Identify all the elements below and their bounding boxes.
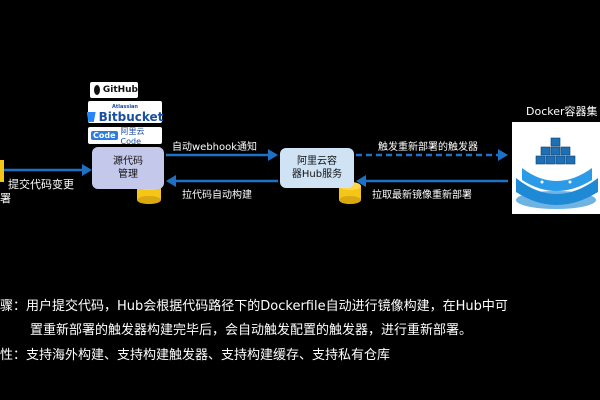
bitbucket-row: Bitbucket	[86, 110, 164, 124]
description-line-2: 置重新部署的触发器构建完毕后，会自动触发配置的触发器，进行重新部署。	[30, 323, 473, 338]
source-code-box: 源代码 管理	[92, 147, 164, 189]
github-logo: GitHub	[90, 82, 138, 98]
aliyun-code-text: 阿里云Code	[120, 126, 145, 146]
atlassian-text: Atlassian	[112, 104, 138, 110]
hub-service-box: 阿里云容 器Hub服务	[280, 148, 354, 188]
cluster-title: Docker容器集	[526, 105, 598, 118]
aliyun-code-logo: Code 阿里云Code	[88, 126, 162, 146]
hub-service-line1: 阿里云容	[297, 156, 337, 167]
pull-build-label: 拉代码自动构建	[182, 190, 252, 201]
trigger-label: 触发重新部署的触发器	[378, 142, 478, 153]
pull-build-arrowhead	[166, 175, 176, 187]
left-user-marker	[0, 160, 4, 182]
description-line-3: 性：支持海外构建、支持构建触发器、支持构建缓存、支持私有仓库	[0, 348, 391, 363]
pull-deploy-arrowhead	[356, 175, 366, 187]
bitbucket-icon	[86, 112, 96, 122]
commit-arrowhead	[82, 164, 92, 176]
webhook-arrowhead	[268, 149, 278, 161]
hub-service-line2: 器Hub服务	[291, 169, 343, 180]
left-cut-char: 署	[0, 192, 11, 205]
commit-label: 提交代码变更	[8, 178, 74, 191]
bitbucket-text: Bitbucket	[98, 110, 164, 124]
trigger-arrowhead	[498, 149, 508, 161]
docker-cluster-panel	[512, 122, 600, 214]
source-code-line2: 管理	[118, 169, 138, 180]
pull-deploy-label: 拉取最新镜像重新部署	[372, 190, 472, 201]
docker-whale-icon	[516, 137, 598, 209]
github-icon	[94, 85, 100, 95]
github-text: GitHub	[102, 85, 138, 95]
bitbucket-logo: Atlassian Bitbucket	[86, 101, 164, 124]
webhook-label: 自动webhook通知	[172, 142, 258, 153]
source-code-line1: 源代码	[113, 156, 143, 167]
description-line-1: 骤：用户提交代码，Hub会根据代码路径下的Dockerfile自动进行镜像构建，…	[0, 299, 508, 314]
code-badge: Code	[91, 131, 118, 140]
